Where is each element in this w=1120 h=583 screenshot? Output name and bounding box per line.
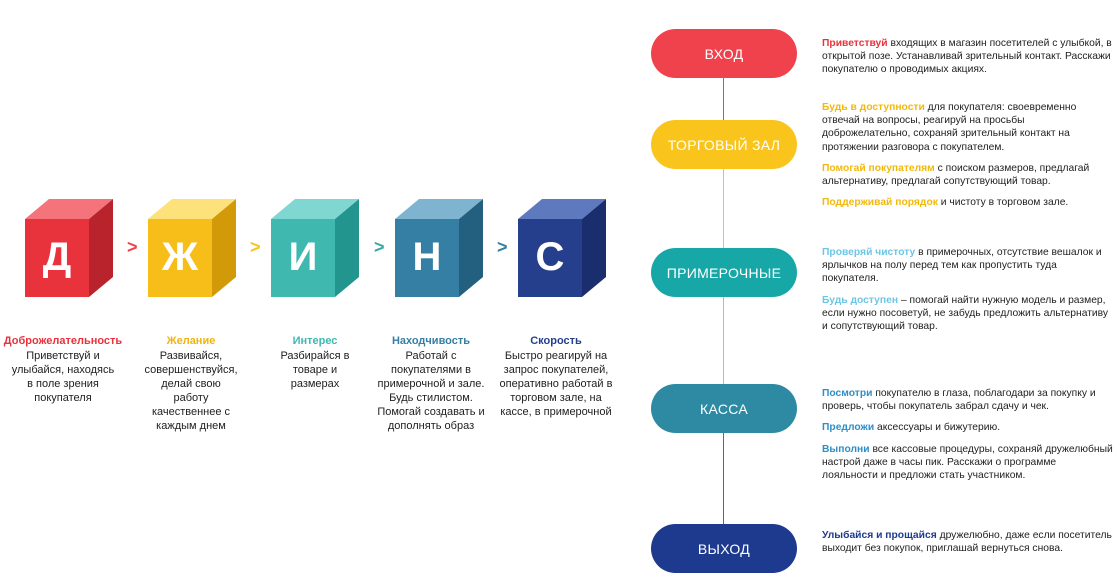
column-text: Работай с покупателями в примерочной и з…: [377, 350, 485, 432]
desc-paragraph: Будь в доступности для покупателя: своев…: [822, 101, 1114, 154]
desc-highlight: Будь в доступности: [822, 102, 925, 113]
cube-letter: Д: [42, 235, 72, 279]
chevron-right-icon: >: [497, 237, 508, 257]
desc-highlight: Проверяй чистоту: [822, 247, 916, 258]
column-title: Скорость: [530, 335, 582, 347]
desc-paragraph: Посмотри покупателю в глаза, поблагодари…: [822, 387, 1114, 413]
desc-kassa: Посмотри покупателю в глаза, поблагодари…: [822, 387, 1114, 490]
desc-highlight: Поддерживай порядок: [822, 197, 938, 209]
desc-text: в примерочных, отсутствие вешалок и ярлы…: [822, 247, 1102, 285]
desc-paragraph: Предложи аксессуары и бижутерию.: [822, 421, 1114, 434]
column-title: Интерес: [292, 335, 338, 347]
cube-s: С: [518, 199, 610, 299]
chevron-right-icon: >: [374, 237, 385, 257]
cube-zh: Ж: [148, 199, 240, 299]
desc-paragraph: Поддерживай порядок и чистоту в торговом…: [822, 196, 1114, 209]
stage-primerochnye: ПРИМЕРОЧНЫЕ: [651, 248, 797, 297]
desc-paragraph: Приветствуй входящих в магазин посетител…: [822, 37, 1114, 77]
desc-text: все кассовые процедуры, сохраняй дружелю…: [822, 443, 1113, 482]
column-s: Скорость Быстро реагируй на запрос покуп…: [496, 334, 616, 419]
desc-text: и чистоту в торговом зале.: [937, 197, 1069, 209]
stage-vyhod: ВЫХОД: [651, 524, 797, 573]
desc-paragraph: Улыбайся и прощайся дружелюбно, даже есл…: [822, 529, 1114, 555]
desc-paragraph: Помогай покупателям с поиском размеров, …: [822, 162, 1114, 188]
column-zh: Желание Развивайся, совершенствуйся, дел…: [135, 334, 247, 433]
connector-line: [723, 432, 724, 524]
desc-paragraph: Выполни все кассовые процедуры, сохраняй…: [822, 443, 1114, 483]
desc-primerochnye: Проверяй чистоту в примерочных, отсутств…: [822, 246, 1114, 341]
connector-line: [723, 168, 724, 248]
desc-text: с поиском размеров, предлагай альтернати…: [822, 162, 1090, 188]
desc-paragraph: Проверяй чистоту в примерочных, отсутств…: [822, 246, 1114, 286]
stage-label: ВЫХОД: [697, 540, 751, 557]
cube-letter: И: [288, 235, 318, 279]
desc-paragraph: Будь доступен – помогай найти нужную мод…: [822, 294, 1114, 334]
cube-letter: Ж: [161, 235, 199, 279]
stage-kassa: КАССА: [651, 384, 797, 433]
cube-letter: С: [535, 235, 565, 279]
stage-label: ПРИМЕРОЧНЫЕ: [666, 264, 782, 281]
desc-highlight: Улыбайся и прощайся: [822, 530, 937, 541]
desc-text: – помогай найти нужную модель и размер, …: [822, 294, 1109, 333]
column-title: Желание: [166, 335, 216, 347]
cube-i: И: [271, 199, 363, 299]
cube-n: Н: [395, 199, 487, 299]
desc-highlight: Помогай покупателям: [822, 162, 935, 174]
desc-highlight: Выполни: [822, 443, 870, 455]
stage-label: ВХОД: [704, 45, 744, 62]
connector-line: [723, 78, 724, 120]
desc-vyhod: Улыбайся и прощайся дружелюбно, даже есл…: [822, 529, 1114, 563]
stage-torgovyi-zal: ТОРГОВЫЙ ЗАЛ: [651, 120, 797, 169]
column-text: Развивайся, совершенствуйся, делай свою …: [144, 350, 238, 432]
connector-line: [723, 296, 724, 384]
column-text: Разбирайся в товаре и размерах: [280, 350, 350, 390]
column-n: Находчивость Работай с покупателями в пр…: [370, 334, 492, 433]
desc-highlight: Предложи: [822, 422, 875, 434]
cube-d: Д: [25, 199, 117, 299]
column-text: Быстро реагируй на запрос покупателей, о…: [499, 350, 613, 418]
column-d: Доброжелательность Приветствуй и улыбайс…: [3, 334, 123, 405]
column-text: Приветствуй и улыбайся, находясь в поле …: [11, 350, 115, 404]
desc-highlight: Приветствуй: [822, 38, 888, 49]
stage-label: КАССА: [700, 400, 748, 417]
cube-letter: Н: [412, 235, 442, 279]
desc-highlight: Посмотри: [822, 388, 873, 399]
stage-label: ТОРГОВЫЙ ЗАЛ: [667, 136, 781, 153]
chevron-right-icon: >: [127, 237, 138, 257]
desc-text: для покупателя: своевременно отвечай на …: [822, 102, 1077, 153]
stage-vhod: ВХОД: [651, 29, 797, 78]
desc-text: входящих в магазин посетителей с улыбкой…: [822, 38, 1112, 76]
desc-vhod: Приветствуй входящих в магазин посетител…: [822, 37, 1114, 85]
desc-torgovyi-zal: Будь в доступности для покупателя: своев…: [822, 101, 1114, 217]
desc-text: покупателю в глаза, поблагодари за покуп…: [822, 388, 1096, 413]
desc-highlight: Будь доступен: [822, 294, 899, 306]
column-i: Интерес Разбирайся в товаре и размерах: [277, 334, 353, 391]
column-title: Доброжелательность: [3, 335, 123, 347]
column-title: Находчивость: [391, 335, 471, 347]
desc-text: аксессуары и бижутерию.: [874, 422, 1001, 434]
chevron-right-icon: >: [250, 237, 261, 257]
desc-text: дружелюбно, даже если посетитель выходит…: [822, 530, 1112, 555]
